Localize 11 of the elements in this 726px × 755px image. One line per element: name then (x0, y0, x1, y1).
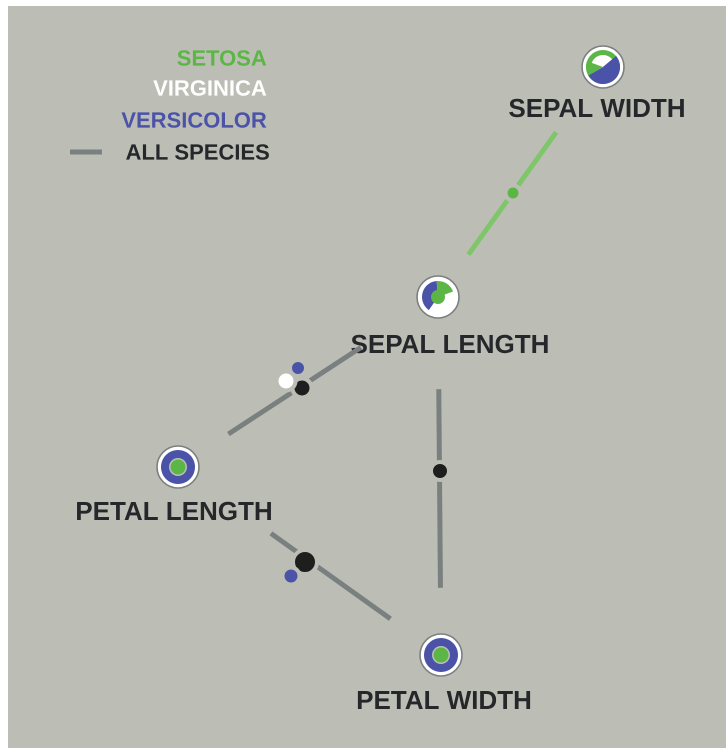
connector-line (227, 345, 362, 436)
node-label: SEPAL LENGTH (351, 334, 548, 354)
node-label: PETAL WIDTH (358, 691, 530, 709)
legend-entry: ALL SPECIES (126, 144, 269, 160)
node-label: SEPAL WIDTH (509, 98, 684, 118)
legend-entry: VIRGINICA (153, 80, 266, 96)
node-label: PETAL LENGTH (77, 502, 271, 520)
legend-entry: VERSICOLOR (122, 112, 266, 128)
connector-line (436, 389, 443, 588)
legend-entry: SETOSA (177, 50, 266, 66)
connector-line (466, 130, 558, 256)
